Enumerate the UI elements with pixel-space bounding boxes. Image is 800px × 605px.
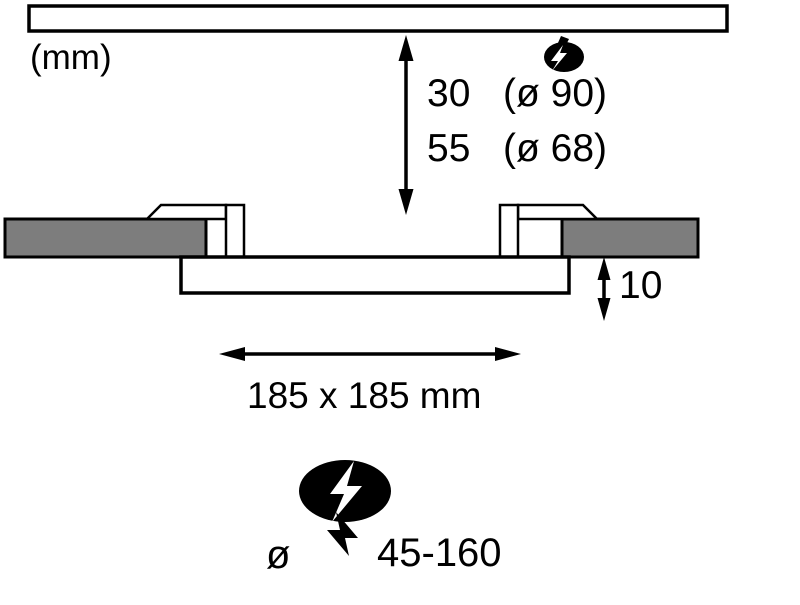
recess-depth-2-hole: (ø 68) [503, 127, 608, 170]
cutout-diameter-symbol: ø [266, 533, 291, 577]
top-surface-bar [27, 4, 729, 33]
panel-thickness-label: 10 [619, 264, 663, 307]
mounting-clip-right [498, 203, 601, 260]
panel-size-label: 185 x 185 mm [247, 375, 482, 416]
recess-depth-1-value: 30 [427, 72, 471, 115]
ceiling-section-left [3, 217, 208, 259]
panel-thickness-arrow [597, 257, 611, 321]
cutout-range-label: 45-160 [377, 531, 502, 575]
mounting-clip-left [143, 203, 246, 260]
recess-depth-2-value: 55 [427, 127, 471, 170]
power-connection-icon [544, 36, 584, 72]
panel-body [179, 255, 571, 295]
cutout-width-arrow [219, 347, 521, 361]
recess-depth-arrow [398, 35, 414, 215]
cutout-diameter-icon [299, 460, 391, 556]
unit-label: (mm) [30, 38, 112, 77]
ceiling-section-right [560, 217, 700, 259]
recess-depth-1-hole: (ø 90) [503, 72, 608, 115]
